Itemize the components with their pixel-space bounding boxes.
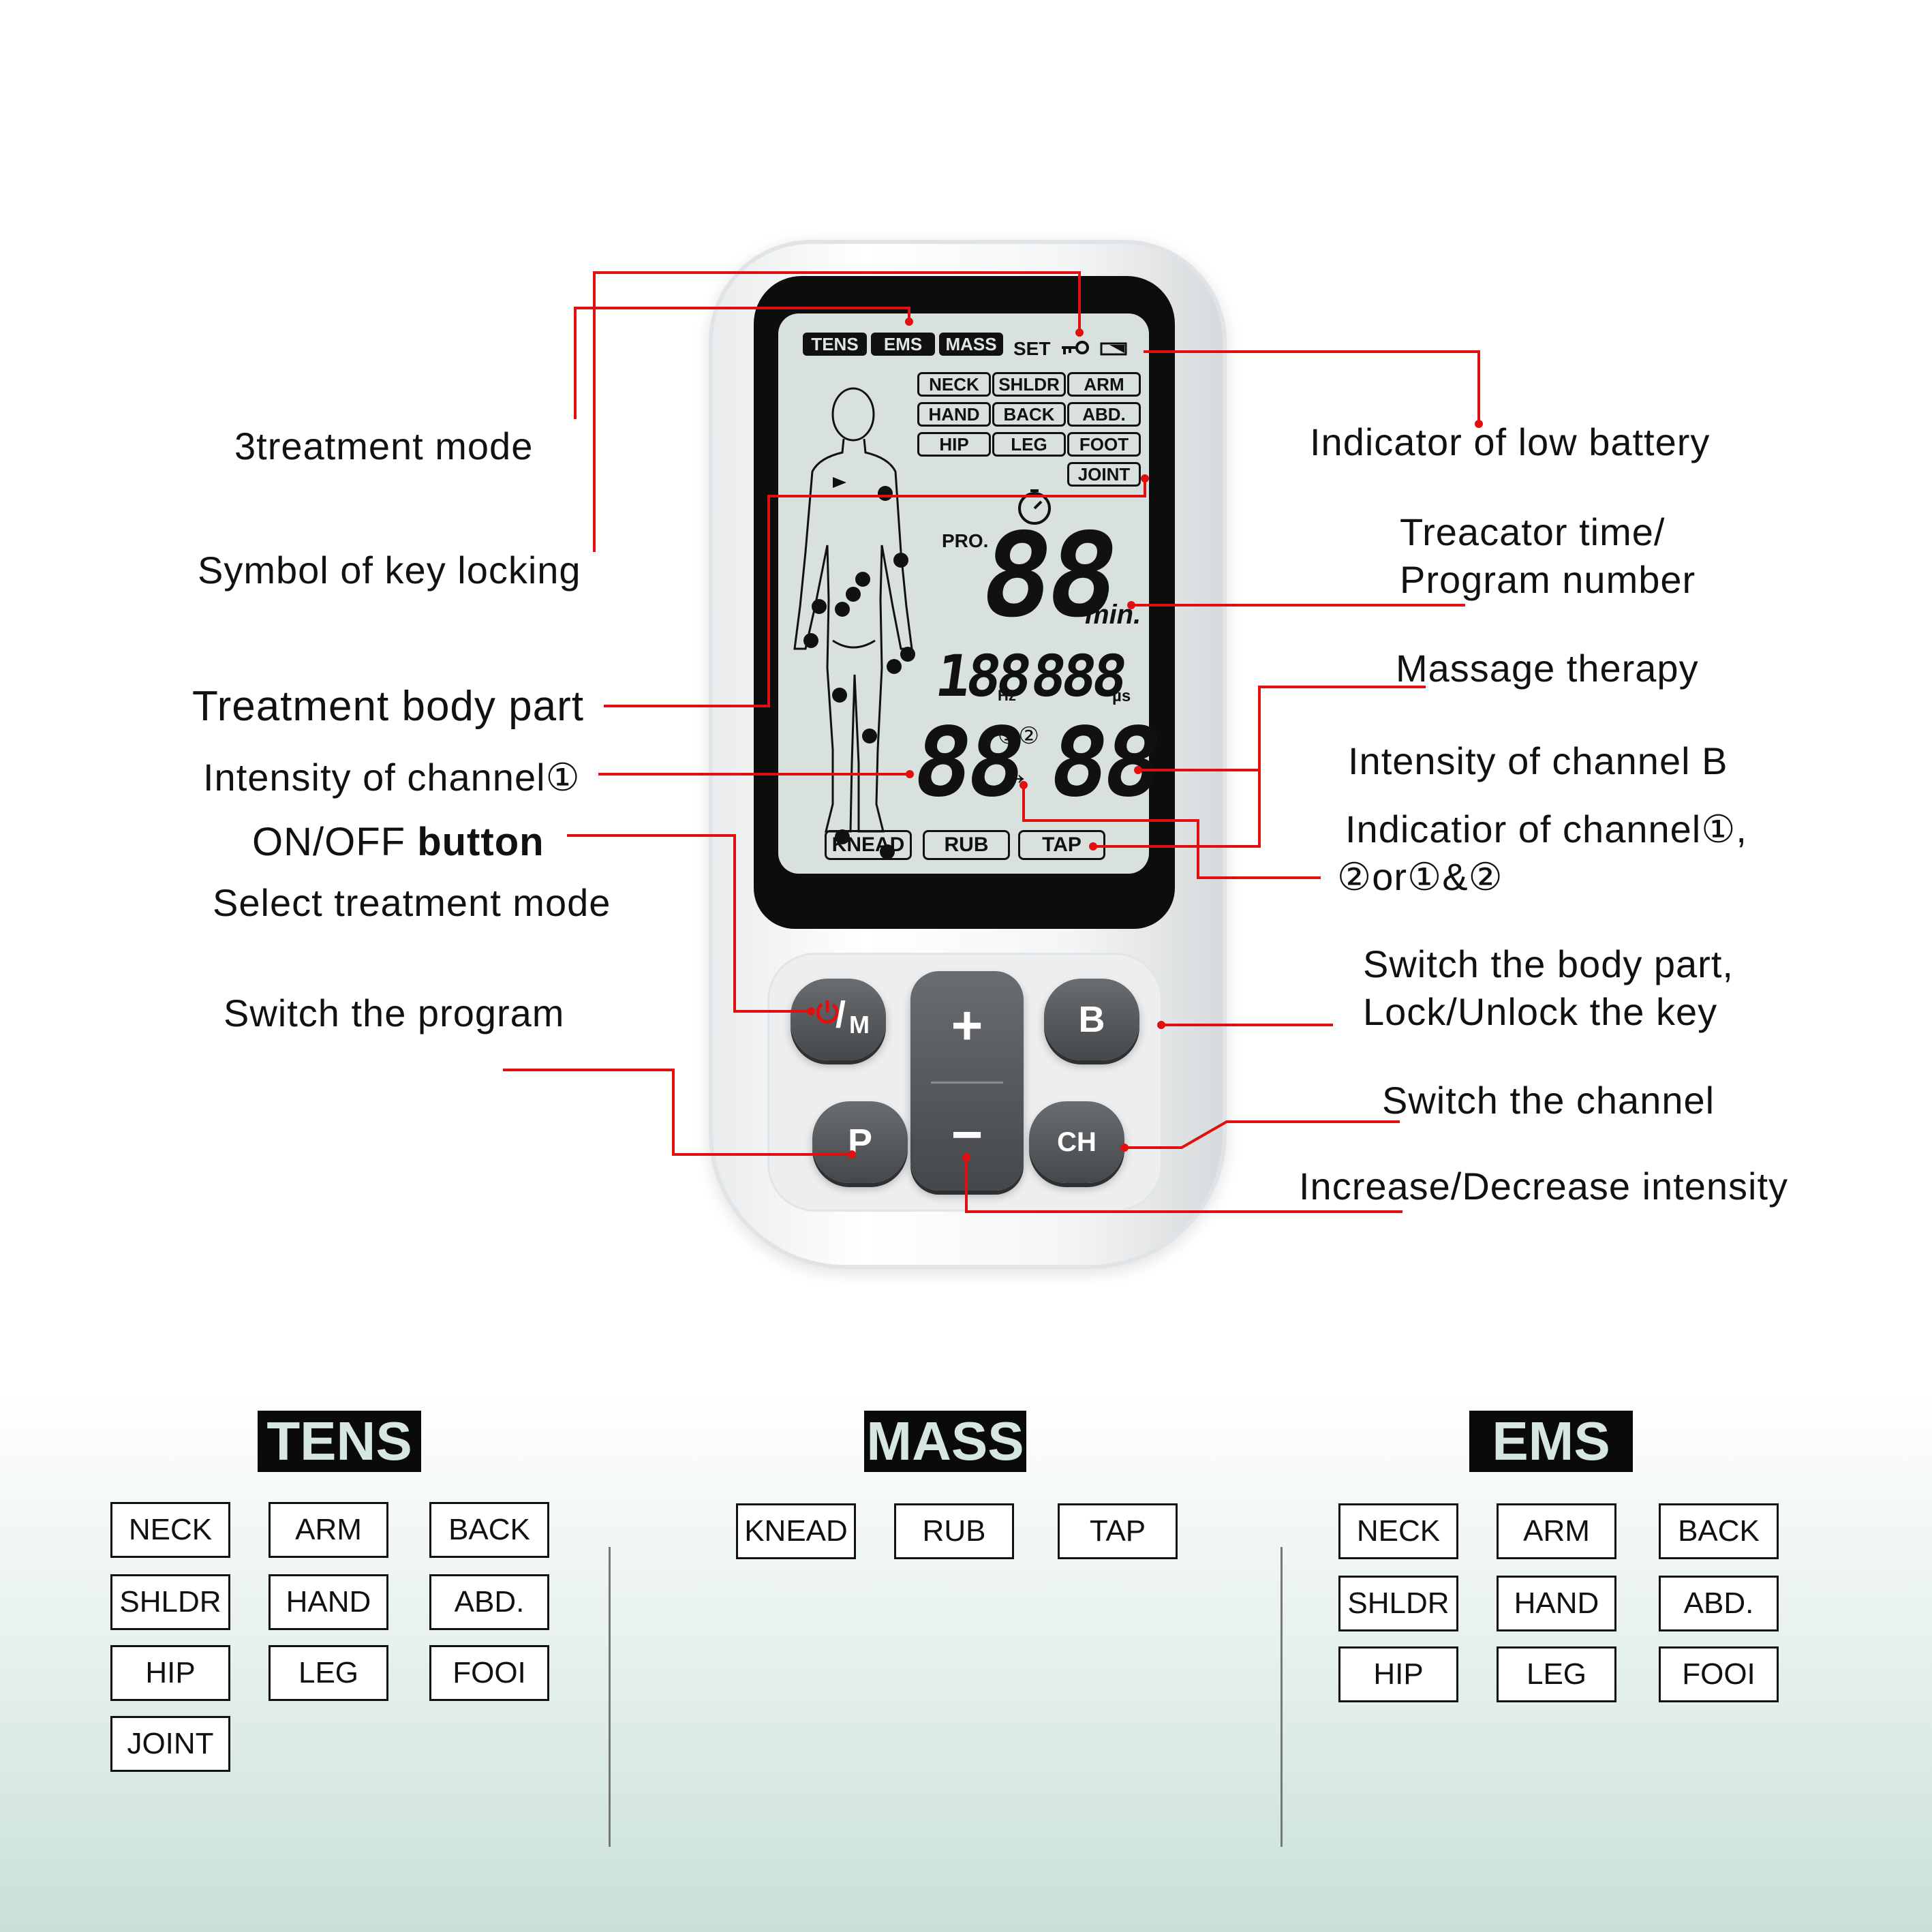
label-switch-program: Switch the program [224, 992, 565, 1034]
tens-tag-back: BACK [429, 1502, 549, 1558]
label-onoff-prefix: ON/OFF [252, 820, 418, 864]
lcd-part-hand: HAND [917, 402, 991, 427]
key-icon [1062, 341, 1089, 354]
plus-button[interactable]: + [951, 995, 983, 1056]
intensity-rocker-button[interactable]: + − [910, 971, 1024, 1191]
lcd-pulse-width-unit: µs [1112, 687, 1131, 705]
lcd-part-shldr: SHLDR [992, 372, 1066, 397]
power-mode-button[interactable]: / M [791, 979, 886, 1060]
lcd-mode-ems: EMS [871, 333, 935, 356]
lcd-screen: TENS EMS MASS SET NECK SHLDR ARM HAND BA… [778, 313, 1165, 874]
legend-divider-right [1281, 1547, 1283, 1847]
ems-tag-abd: ABD. [1659, 1576, 1779, 1631]
b-button[interactable]: B [1044, 979, 1139, 1060]
lcd-part-foot: FOOT [1067, 432, 1141, 457]
tens-tag-hand: HAND [269, 1574, 388, 1630]
label-intensity-chb: Intensity of channel B [1348, 739, 1728, 782]
ems-tag-neck: NECK [1338, 1503, 1458, 1559]
ems-tag-leg: LEG [1497, 1646, 1616, 1702]
label-onoff-button: ON/OFF button [252, 818, 545, 868]
tens-tag-abd: ABD. [429, 1574, 549, 1630]
label-switch-body-line2: Lock/Unlock the key [1363, 990, 1718, 1033]
legend-ems-title: EMS [1469, 1411, 1633, 1472]
label-switch-body-line1: Switch the body part, [1363, 942, 1734, 985]
tens-tag-leg: LEG [269, 1645, 388, 1701]
power-icon [816, 1000, 839, 1024]
lcd-part-neck: NECK [917, 372, 991, 397]
tens-tag-hip: HIP [110, 1645, 230, 1701]
tens-tag-joint: JOINT [110, 1716, 230, 1772]
lcd-part-arm: ARM [1067, 372, 1141, 397]
power-mode-label: M [849, 1011, 870, 1039]
ems-tag-hip: HIP [1338, 1646, 1458, 1702]
ems-tag-back: BACK [1659, 1503, 1779, 1559]
lcd-frequency-unit: Hz [998, 687, 1016, 704]
lcd-massage-tap: TAP [1018, 830, 1105, 860]
tens-tag-shldr: SHLDR [110, 1574, 230, 1630]
tens-tag-foot: FOOI [429, 1645, 549, 1701]
ems-tag-hand: HAND [1497, 1576, 1616, 1631]
label-time-line1: Treacator time/ [1400, 510, 1666, 553]
label-onoff-bold: button [417, 820, 545, 864]
clock-icon [1018, 489, 1051, 525]
legend-tens-title: TENS [258, 1411, 421, 1472]
ems-tag-foot: FOOI [1659, 1646, 1779, 1702]
lcd-part-hip: HIP [917, 432, 991, 457]
lcd-mode-mass: MASS [939, 333, 1003, 356]
lcd-massage-knead: KNEAD [825, 830, 912, 860]
legend-divider-left [609, 1547, 611, 1847]
label-massage-therapy: Massage therapy [1396, 647, 1699, 690]
lcd-part-leg: LEG [992, 432, 1066, 457]
label-channel-indicator-line1: Indicatior of channel①, [1345, 808, 1747, 850]
minus-button[interactable]: − [951, 1104, 983, 1165]
label-time-line2: Program number [1400, 558, 1696, 601]
ems-tag-shldr: SHLDR [1338, 1576, 1458, 1631]
label-intensity-ch1: Intensity of channel① [203, 756, 581, 799]
label-low-battery: Indicator of low battery [1310, 420, 1711, 463]
mass-tag-knead: KNEAD [736, 1503, 856, 1559]
lcd-pro-label: PRO. [942, 530, 989, 551]
battery-icon [1100, 342, 1127, 356]
label-switch-channel: Switch the channel [1382, 1079, 1715, 1122]
lcd-mode-tens: TENS [803, 333, 867, 356]
label-key-lock-symbol: Symbol of key locking [198, 549, 581, 592]
label-inc-dec-intensity: Increase/Decrease intensity [1299, 1165, 1789, 1208]
mass-tag-rub: RUB [894, 1503, 1014, 1559]
rocker-divider [931, 1082, 1003, 1084]
lcd-part-abd: ABD. [1067, 402, 1141, 427]
mass-tag-tap: TAP [1058, 1503, 1178, 1559]
human-body-icon [793, 387, 915, 859]
lcd-set-label: SET [1013, 338, 1051, 359]
tens-tag-neck: NECK [110, 1502, 230, 1558]
label-channel-indicator-line2: ②or①&② [1337, 855, 1503, 898]
lcd-part-joint: JOINT [1067, 462, 1141, 487]
label-body-part: Treatment body part [192, 683, 584, 730]
lcd-massage-rub: RUB [923, 830, 1010, 860]
tens-tag-arm: ARM [269, 1502, 388, 1558]
lcd-channel-symbols: ①② [998, 723, 1039, 749]
label-treatment-mode: 3treatment mode [234, 425, 534, 467]
ch-button[interactable]: CH [1029, 1101, 1124, 1183]
lcd-part-back: BACK [992, 402, 1066, 427]
label-select-mode: Select treatment mode [213, 881, 611, 924]
ems-tag-arm: ARM [1497, 1503, 1616, 1559]
legend-mass-title: MASS [864, 1411, 1026, 1472]
